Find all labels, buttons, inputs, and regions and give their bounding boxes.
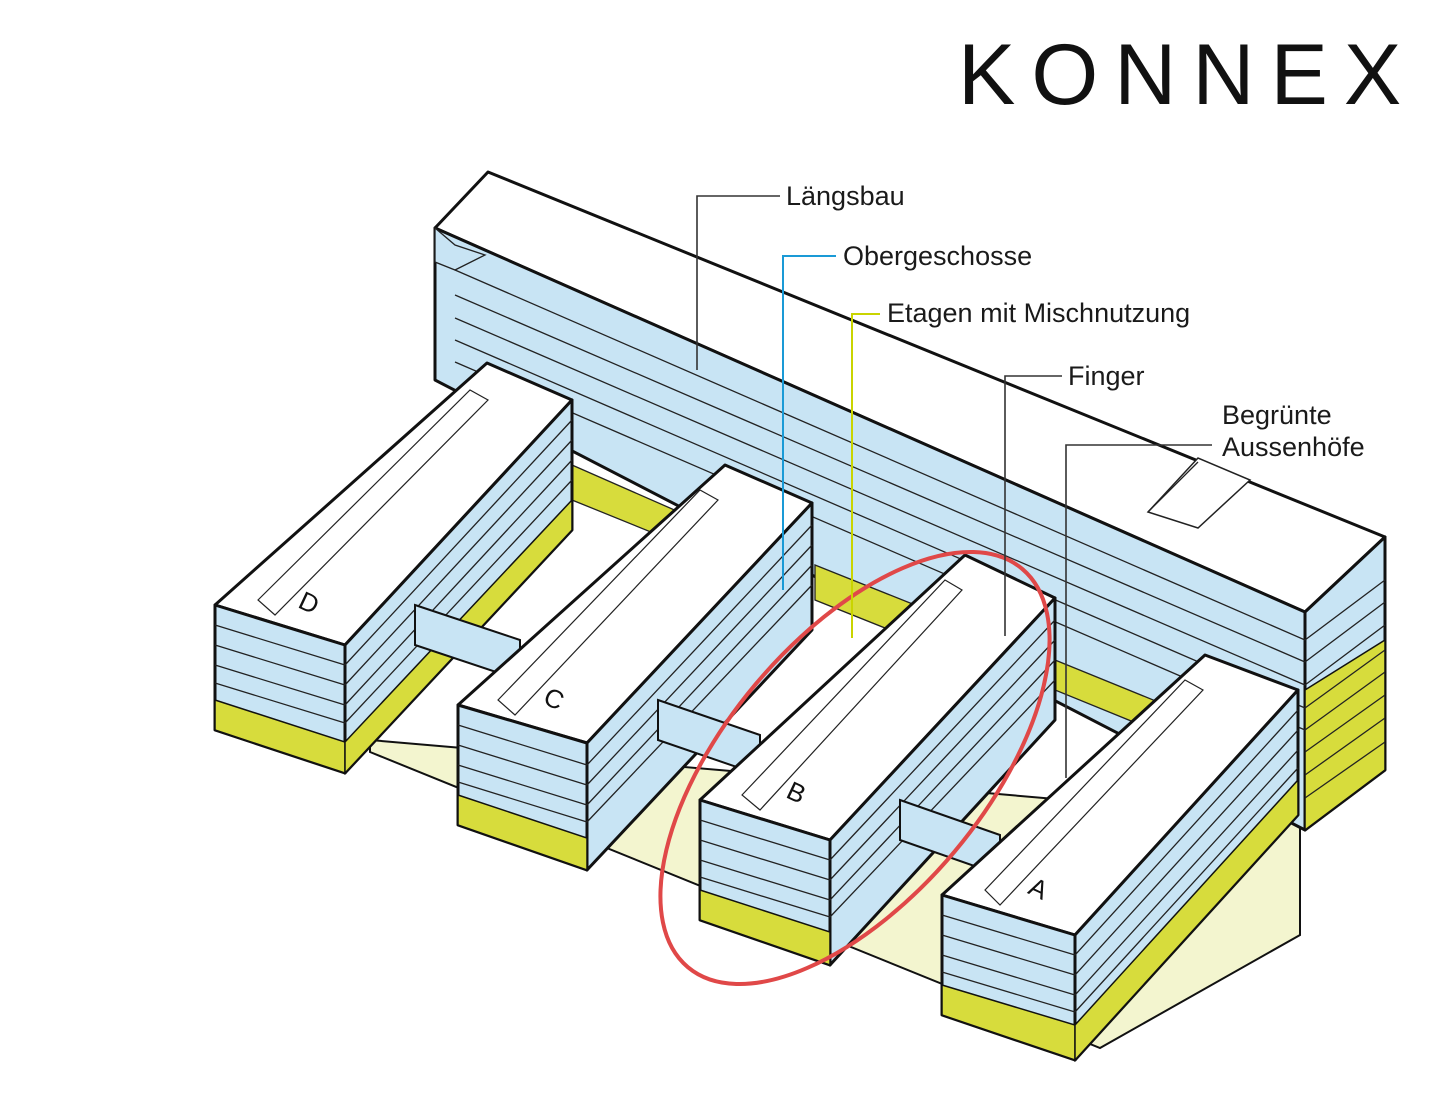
label-etagen: Etagen mit Mischnutzung — [887, 298, 1190, 328]
leader-lines — [696, 195, 1212, 778]
leader-finger — [1004, 375, 1062, 636]
label-laengsbau: Längsbau — [786, 181, 905, 211]
leader-begruente — [1065, 444, 1212, 778]
leader-obergeschosse — [782, 255, 836, 590]
highlight-ellipse — [658, 550, 1052, 986]
label-begruente-1: Begrünte — [1222, 400, 1332, 430]
label-obergeschosse: Obergeschosse — [843, 241, 1032, 271]
leader-etagen — [851, 313, 880, 638]
leader-laengsbau — [696, 195, 780, 370]
finger-c — [456, 463, 814, 872]
label-begruente-2: Aussenhöfe — [1222, 432, 1365, 462]
label-finger: Finger — [1068, 361, 1145, 391]
finger-b — [698, 553, 1057, 967]
konnex-logo: KONNEX — [958, 27, 1417, 123]
finger-a — [940, 653, 1300, 1062]
